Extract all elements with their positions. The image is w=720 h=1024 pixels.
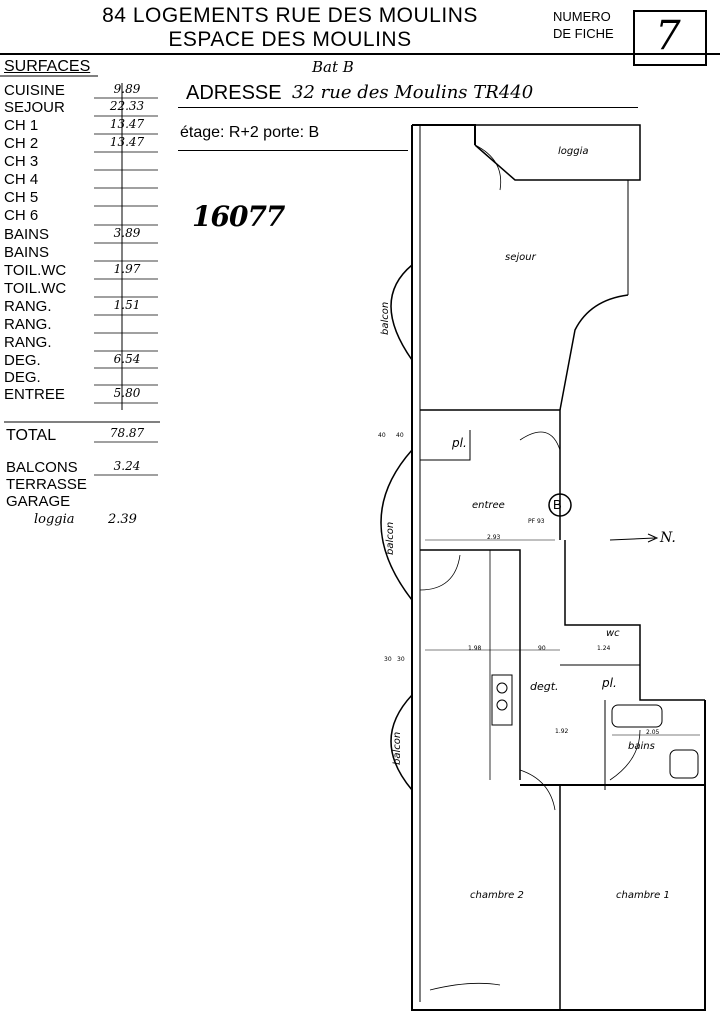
- north-label: N.: [660, 530, 676, 546]
- dim-90: 90: [538, 645, 546, 652]
- dim-205: 2.05: [646, 729, 660, 736]
- address-label: ADRESSE: [186, 82, 282, 104]
- surface-label: RANG.: [4, 334, 52, 351]
- surface-value: 5.80: [113, 386, 141, 400]
- surface-value: 6.54: [113, 352, 141, 366]
- garage-label: GARAGE: [6, 493, 71, 510]
- address-underline: [178, 107, 638, 108]
- loggia-value: 2.39: [108, 512, 137, 527]
- surface-label: CH 5: [4, 189, 39, 206]
- surface-label: RANG.: [4, 298, 52, 315]
- dim-192: 1.92: [555, 728, 569, 735]
- room-sejour: sejour: [505, 252, 536, 263]
- room-bains: bains: [628, 741, 655, 752]
- floor-underline: [178, 150, 408, 151]
- room-balcon-1: balcon: [380, 301, 391, 335]
- surfaces-rules: [0, 75, 160, 476]
- surface-label: CH 1: [4, 117, 39, 134]
- room-loggia: loggia: [558, 146, 589, 157]
- surface-label: CUISINE: [4, 82, 65, 99]
- surface-label: DEG.: [4, 369, 41, 386]
- surface-label: SEJOUR: [4, 99, 65, 116]
- surface-label: CH 3: [4, 153, 39, 170]
- door-marker: B: [553, 497, 562, 512]
- surface-value: 1.97: [113, 262, 141, 276]
- surface-label: DEG.: [4, 352, 41, 369]
- surface-value: 9.89: [113, 82, 141, 96]
- dim-198: 1.98: [468, 645, 482, 652]
- fiche-number-box: [633, 10, 707, 66]
- surface-value: 22.33: [109, 99, 145, 113]
- address-value: 32 rue des Moulins TR440: [292, 82, 534, 103]
- title-line2: ESPACE DES MOULINS: [168, 28, 412, 51]
- surface-value: 3.89: [113, 226, 141, 240]
- header-rule: [0, 53, 720, 55]
- fiche-number: 7: [655, 13, 681, 59]
- balcons-label: BALCONS: [6, 459, 78, 476]
- surface-label: BAINS: [4, 226, 50, 243]
- room-pl-1: pl.: [452, 436, 467, 450]
- room-chambre-2: chambre 2: [470, 890, 524, 901]
- surface-label: CH 2: [4, 135, 39, 152]
- loggia-label: loggia: [34, 512, 75, 527]
- surface-label: ENTREE: [4, 386, 65, 403]
- title-line1: 84 LOGEMENTS RUE DES MOULINS: [102, 4, 478, 27]
- surface-value: 13.47: [109, 135, 145, 149]
- surface-label: CH 4: [4, 171, 39, 188]
- room-balcon-3: balcon: [392, 731, 403, 765]
- terrasse-label: TERRASSE: [6, 476, 87, 493]
- fiche-label-2: DE FICHE: [553, 26, 614, 41]
- surface-value: 1.51: [113, 298, 141, 312]
- dim-30b: 30: [397, 656, 405, 663]
- room-pl-2: pl.: [602, 676, 617, 690]
- dim-40a: 40: [378, 432, 386, 439]
- surface-label: TOIL.WC: [4, 262, 67, 279]
- room-entree: entree: [472, 500, 505, 511]
- dim-40b: 40: [396, 432, 404, 439]
- stamp-number: 16077: [192, 200, 285, 233]
- building-label: Bat B: [312, 58, 354, 76]
- dim-293: 2.93: [487, 534, 501, 541]
- room-degt: degt.: [530, 680, 559, 693]
- surface-label: BAINS: [4, 244, 50, 261]
- total-value: 78.87: [109, 426, 145, 440]
- surface-label: TOIL.WC: [4, 280, 67, 297]
- surface-label: RANG.: [4, 316, 52, 333]
- dim-124: 1.24: [597, 645, 611, 652]
- surface-label: CH 6: [4, 207, 39, 224]
- dim-pf: PF 93: [528, 518, 545, 525]
- room-chambre-1: chambre 1: [616, 890, 670, 901]
- dim-30a: 30: [384, 656, 392, 663]
- room-wc: wc: [606, 628, 620, 639]
- surfaces-heading: SURFACES: [4, 58, 91, 75]
- total-label: TOTAL: [6, 427, 57, 444]
- surface-value: 13.47: [109, 117, 145, 131]
- room-balcon-2: balcon: [385, 521, 396, 555]
- fiche-label-1: NUMERO: [553, 9, 611, 24]
- balcons-value: 3.24: [113, 459, 141, 473]
- floor-door: étage: R+2 porte: B: [180, 124, 320, 141]
